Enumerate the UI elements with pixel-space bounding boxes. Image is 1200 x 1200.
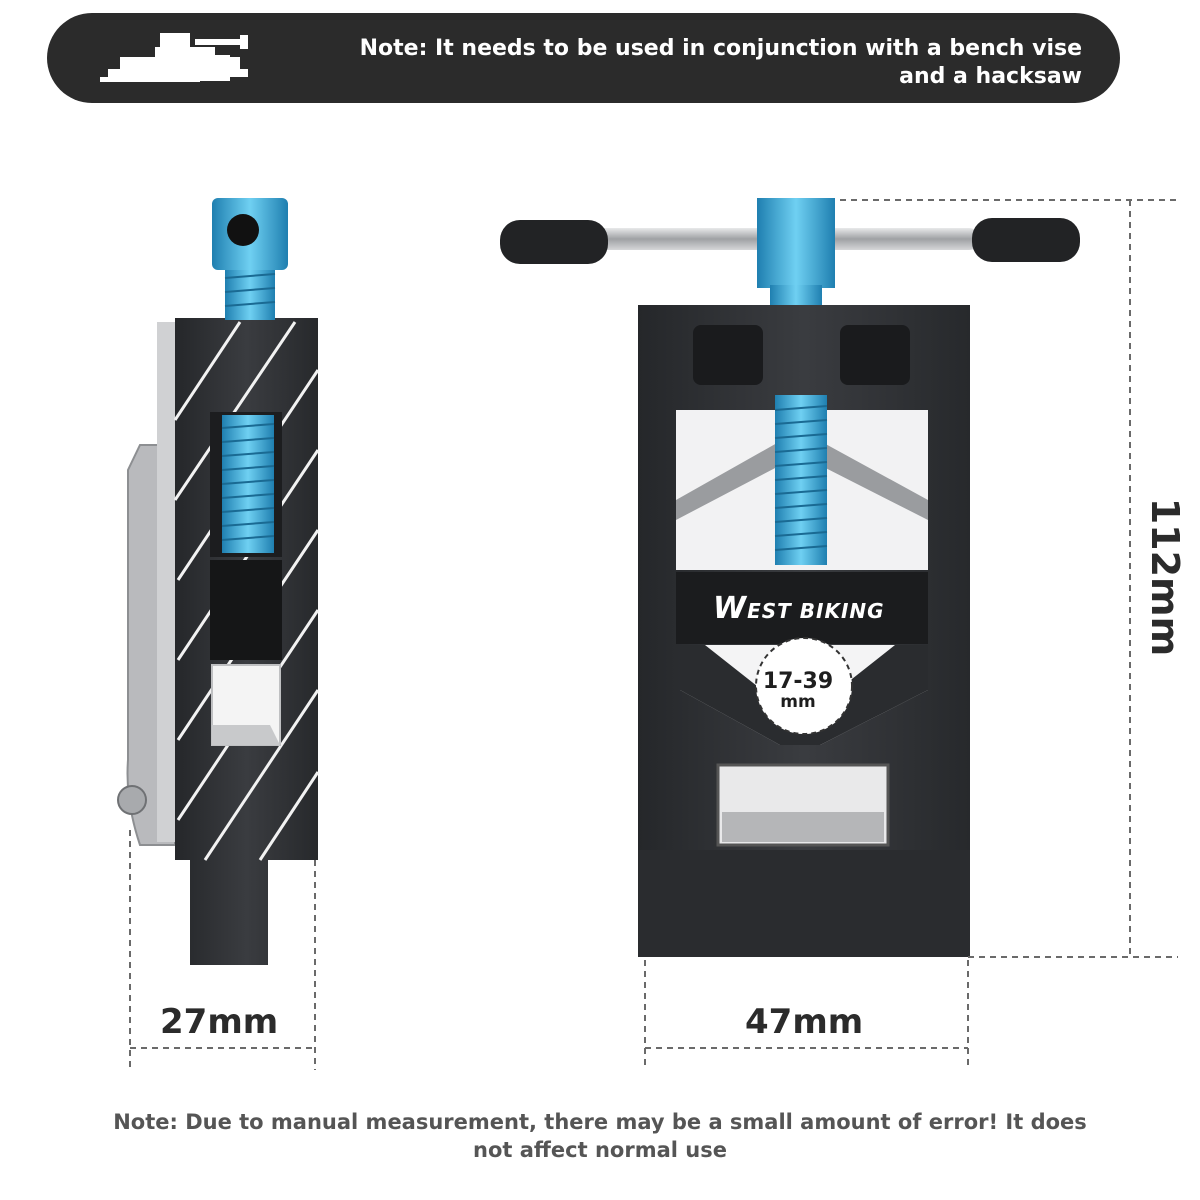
range-label: 17-39 mm [753, 669, 843, 713]
bench-vise-icon [100, 33, 248, 82]
top-banner: Note: It needs to be used in conjunction… [47, 13, 1120, 103]
footer-note: Note: Due to manual measurement, there m… [113, 1110, 1087, 1162]
range-unit: mm [780, 692, 816, 712]
front-width-label: 47mm [745, 1002, 864, 1042]
brand-label: WEST BIKING [713, 591, 885, 626]
brand-initial: W [713, 591, 748, 626]
side-view-tool [117, 198, 320, 965]
front-view-tool [500, 198, 1080, 957]
brand-rest: EST BIKING [747, 599, 885, 623]
side-width-label: 27mm [160, 1002, 279, 1042]
dimension-lines [129, 199, 1178, 1070]
banner-note: Note: It needs to be used in conjunction… [359, 36, 1082, 89]
range-value: 17-39 [762, 669, 834, 694]
height-label: 112mm [1143, 497, 1187, 657]
